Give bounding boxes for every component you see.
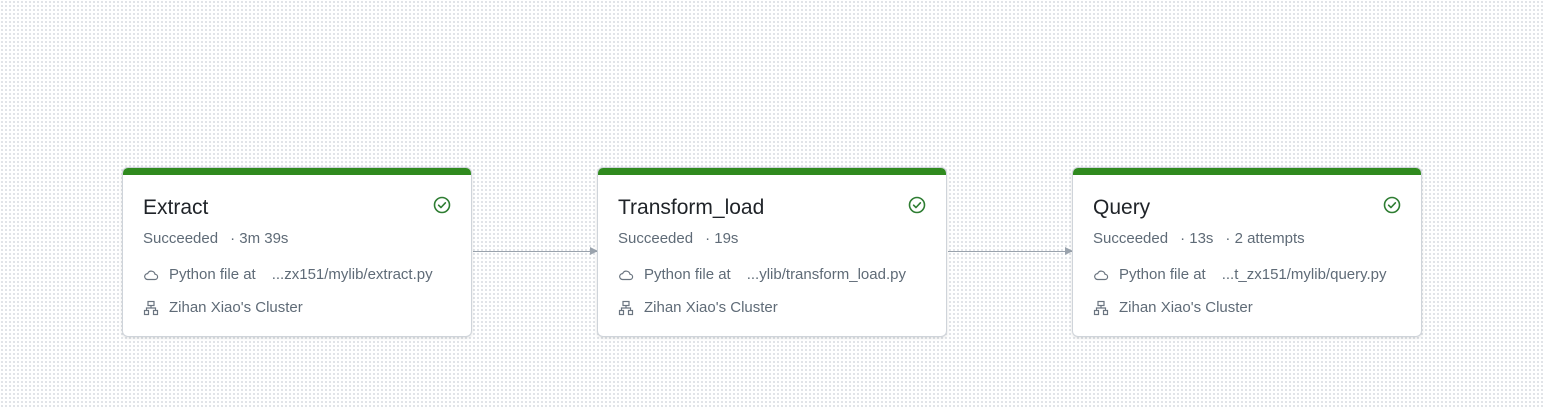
duration-text: · 3m 39s [230,230,289,247]
duration-text: · 13s [1180,230,1214,247]
task-run-meta: Succeeded · 3m 39s [143,229,288,249]
cloud-icon [619,270,634,281]
file-path[interactable]: ...zx151/mylib/extract.py [271,266,433,283]
file-label: Python file at [1119,266,1206,283]
file-label: Python file at [644,266,731,283]
task-card-transform-load[interactable]: Transform_load Succeeded · 19s Python fil… [597,167,947,337]
status-bar-success [123,168,471,175]
task-cluster-row: Zihan Xiao's Cluster [618,298,778,318]
cluster-icon [1093,300,1109,316]
task-run-meta: Succeeded · 19s [618,229,738,249]
task-source-row: Python file at ...ylib/transform_load.py [618,265,906,285]
file-label: Python file at [169,266,256,283]
duration-text: · 19s [705,230,739,247]
status-text: Succeeded [143,230,219,247]
task-card-query[interactable]: Query Succeeded · 13s · 2 attempts Python … [1072,167,1422,337]
arrow-head-icon [1065,247,1073,255]
cloud-icon [144,270,159,281]
arrow-head-icon [590,247,598,255]
task-title[interactable]: Extract [143,196,209,219]
file-path[interactable]: ...ylib/transform_load.py [746,266,906,283]
task-title[interactable]: Query [1093,196,1151,219]
task-source-row: Python file at ...t_zx151/mylib/query.py [1093,265,1387,285]
file-path[interactable]: ...t_zx151/mylib/query.py [1221,266,1387,283]
cluster-name[interactable]: Zihan Xiao's Cluster [644,299,778,316]
cloud-icon [1094,270,1109,281]
status-bar-success [598,168,946,175]
dependency-edge-extract-transform [473,247,598,255]
task-run-meta: Succeeded · 13s · 2 attempts [1093,229,1305,249]
task-source-row: Python file at ...zx151/mylib/extract.py [143,265,433,285]
task-cluster-row: Zihan Xiao's Cluster [1093,298,1253,318]
cluster-icon [143,300,159,316]
status-text: Succeeded [618,230,694,247]
check-circle-icon [1383,196,1401,214]
task-cluster-row: Zihan Xiao's Cluster [143,298,303,318]
status-bar-success [1073,168,1421,175]
attempts-text: · 2 attempts [1225,230,1305,247]
check-circle-icon [908,196,926,214]
cluster-name[interactable]: Zihan Xiao's Cluster [1119,299,1253,316]
task-card-extract[interactable]: Extract Succeeded · 3m 39s Python file at… [122,167,472,337]
cluster-icon [618,300,634,316]
cluster-name[interactable]: Zihan Xiao's Cluster [169,299,303,316]
check-circle-icon [433,196,451,214]
status-text: Succeeded [1093,230,1169,247]
task-title[interactable]: Transform_load [618,196,765,219]
dependency-edge-transform-query [948,247,1073,255]
